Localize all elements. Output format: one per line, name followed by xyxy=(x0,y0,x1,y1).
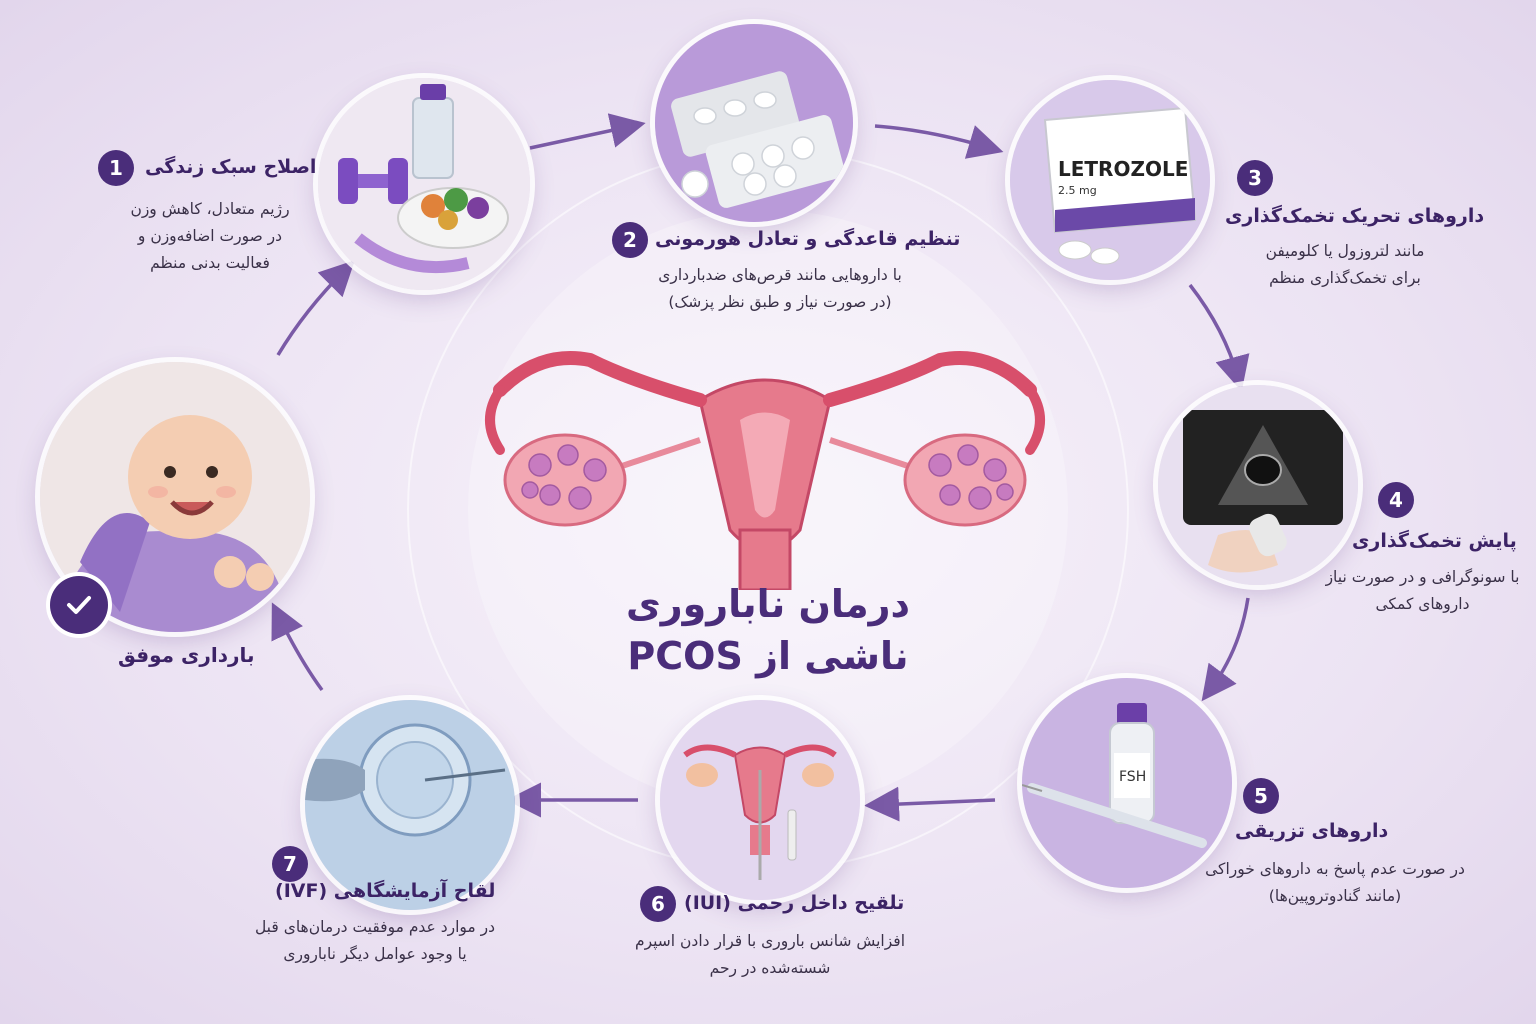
step-5-image: FSH xyxy=(1022,678,1232,888)
letrozole-box-icon: LETROZOLE 2.5 mg xyxy=(1010,80,1210,280)
step-4-desc-line-1: با سونوگرافی و در صورت نیاز xyxy=(1325,568,1520,586)
center-title-line-2: ناشی از PCOS xyxy=(627,634,909,678)
step-1-image xyxy=(318,78,530,290)
step-1-title: اصلاح سبک زندگی xyxy=(145,156,317,178)
arrow-2-3 xyxy=(874,124,1004,159)
vial-label: FSH xyxy=(1119,769,1146,785)
step-7-image xyxy=(305,700,515,910)
arrow-1-2 xyxy=(529,113,646,150)
success-check-icon xyxy=(50,576,108,634)
step-5-desc-line-1: در صورت عدم پاسخ به داروهای خوراکی xyxy=(1205,860,1465,878)
egg-needle-icon xyxy=(305,700,515,910)
drug-box-dose: 2.5 mg xyxy=(1058,184,1097,197)
step-7-title: لقاح آزمایشگاهی (IVF) xyxy=(275,880,496,902)
step-2-title: تنظیم قاعدگی و تعادل هورمونی xyxy=(655,228,961,250)
success-title: بارداری موفق xyxy=(118,643,255,667)
syringe-vial-icon: FSH xyxy=(1022,678,1232,888)
uterus-catheter-icon xyxy=(660,700,860,900)
step-6-desc-line-1: افزایش شانس باروری با قرار دادن اسپرم xyxy=(634,932,906,950)
uterus-ovaries-illustration xyxy=(485,351,1045,590)
arrow-3-4 xyxy=(1188,283,1250,392)
arrow-4-5 xyxy=(1201,597,1250,702)
step-3-desc-line-2: برای تخمک‌گذاری منظم xyxy=(1269,269,1421,287)
arrow-5-6 xyxy=(864,786,996,822)
step-3-title: داروهای تحریک تخمک‌گذاری xyxy=(1225,205,1485,227)
step-1-desc-line-2: در صورت اضافه‌وزن و xyxy=(137,227,283,245)
step-1-desc-line-1: رژیم متعادل، کاهش وزن xyxy=(130,200,290,218)
step-3-description: مانند لتروزول یا کلومیفن برای تخمک‌گذاری… xyxy=(1225,238,1465,292)
step-3-number: 3 xyxy=(1237,160,1273,196)
center-title: درمان ناباروری ناشی از PCOS xyxy=(548,578,988,682)
step-6-desc-line-2: شسته‌شده در رحم xyxy=(709,959,831,977)
drug-box-name: LETROZOLE xyxy=(1058,157,1188,181)
step-4-number: 4 xyxy=(1378,482,1414,518)
step-2-desc-line-2: (در صورت نیاز و طبق نظر پزشک) xyxy=(668,293,892,311)
step-1-description: رژیم متعادل، کاهش وزن در صورت اضافه‌وزن … xyxy=(110,196,310,277)
step-5-description: در صورت عدم پاسخ به داروهای خوراکی (مانن… xyxy=(1180,856,1490,910)
center-title-line-1: درمان ناباروری xyxy=(625,582,911,626)
step-4-description: با سونوگرافی و در صورت نیاز داروهای کمکی xyxy=(1320,564,1525,618)
step-4-image xyxy=(1158,385,1358,585)
step-2-image xyxy=(655,24,853,222)
step-1-desc-line-3: فعالیت بدنی منظم xyxy=(150,254,270,272)
arrow-7-success xyxy=(271,602,324,692)
arrow-success-1 xyxy=(276,260,355,356)
step-2-number: 2 xyxy=(612,222,648,258)
step-1-number: 1 xyxy=(98,150,134,186)
step-7-desc-line-2: یا وجود عوامل دیگر ناباروری xyxy=(283,945,467,963)
step-5-desc-line-2: (مانند گنادوتروپین‌ها) xyxy=(1268,887,1402,905)
step-7-description: در موارد عدم موفقیت درمان‌های قبل یا وجو… xyxy=(235,914,515,968)
ultrasound-icon xyxy=(1158,385,1358,585)
step-4-title: پایش تخمک‌گذاری xyxy=(1352,530,1517,552)
step-6-title: تلقیح داخل رحمی (IUI) xyxy=(684,892,905,914)
step-7-number: 7 xyxy=(272,846,308,882)
step-2-description: با داروهایی مانند قرص‌های ضدبارداری (در … xyxy=(620,262,940,316)
step-6-number: 6 xyxy=(640,886,676,922)
step-7-desc-line-1: در موارد عدم موفقیت درمان‌های قبل xyxy=(254,918,496,936)
step-3-image: LETROZOLE 2.5 mg xyxy=(1010,80,1210,280)
step-2-desc-line-1: با داروهایی مانند قرص‌های ضدبارداری xyxy=(658,266,902,284)
step-5-number: 5 xyxy=(1243,778,1279,814)
step-6-description: افزایش شانس باروری با قرار دادن اسپرم شس… xyxy=(610,928,930,982)
step-4-desc-line-2: داروهای کمکی xyxy=(1375,595,1470,613)
dumbbell-food-icon xyxy=(318,78,530,290)
step-3-desc-line-1: مانند لتروزول یا کلومیفن xyxy=(1265,242,1425,260)
step-6-image xyxy=(660,700,860,900)
pill-blister-icon xyxy=(655,24,853,222)
step-5-title: داروهای تزریقی xyxy=(1235,820,1389,842)
